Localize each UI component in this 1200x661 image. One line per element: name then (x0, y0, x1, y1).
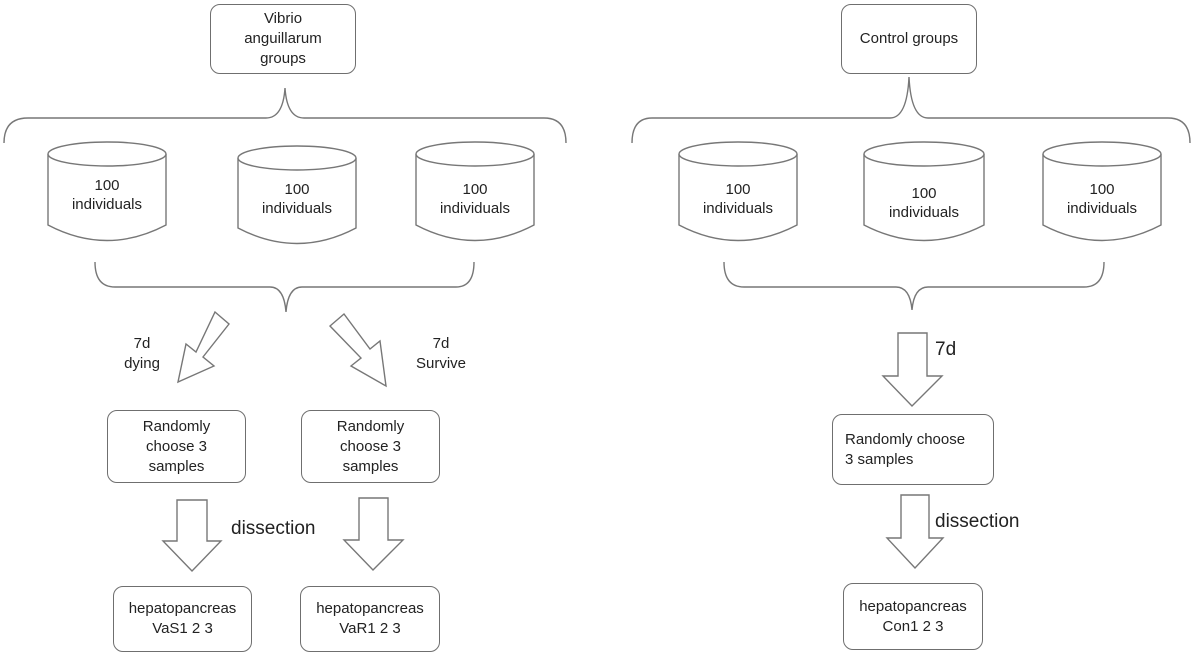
right-arrow-7d (881, 332, 944, 407)
right-dissection-label: dissection (935, 511, 1020, 532)
right-top-box-control: Control groups (841, 4, 977, 74)
right-top-box-line-1: Control groups (859, 30, 959, 47)
left-result-box-vas: hepatopancreas VaS1 2 3 (113, 586, 252, 652)
right-choose-line-1: Randomly choose (845, 430, 966, 448)
left-top-box-line-1: Vibrio (263, 10, 303, 27)
right-cylinder-2-unit: individuals (888, 204, 960, 221)
right-top-brace (631, 76, 1191, 144)
left-result-var-line-1: hepatopancreas (316, 600, 424, 617)
right-result-box-con: hepatopancreas Con1 2 3 (843, 583, 983, 650)
right-choose-line-2: 3 samples (845, 450, 914, 468)
left-cylinder-2-count: 100 (284, 181, 310, 198)
left-choose-survive-line-2: choose 3 (340, 437, 401, 455)
left-arrow-survive-label: 7d Survive (406, 334, 476, 374)
left-cylinder-2 (237, 145, 357, 245)
left-cylinder-3-count: 100 (462, 181, 488, 198)
left-choose-box-dying: Randomly choose 3 samples (107, 410, 246, 483)
right-choose-box: Randomly choose 3 samples (832, 414, 994, 485)
left-choose-dying-line-1: Randomly (142, 417, 211, 435)
left-arrow-dying-label: 7d dying (122, 334, 162, 374)
left-result-vas-line-1: hepatopancreas (128, 600, 237, 617)
right-arrow-dissection (885, 494, 945, 570)
right-cylinder-1-label: 100 individuals (679, 180, 797, 218)
left-cylinder-1-count: 100 (94, 177, 120, 194)
right-cylinder-3-count: 100 (1089, 181, 1115, 198)
right-cylinder-3 (1042, 141, 1162, 242)
left-result-var-line-2: VaR1 2 3 (339, 620, 401, 637)
right-cylinder-1 (678, 141, 798, 242)
left-choose-survive-line-1: Randomly (336, 417, 405, 435)
left-arrow-dissection-1 (161, 499, 223, 573)
right-arrow-7d-label: 7d (935, 339, 957, 360)
left-top-box-line-2: anguillarum (244, 30, 322, 47)
left-dissection-label: dissection (231, 518, 316, 539)
left-cylinder-3-label: 100 individuals (416, 180, 534, 218)
right-cylinder-3-label: 100 individuals (1043, 180, 1161, 218)
right-cylinder-2-label: 100 individuals (864, 184, 984, 222)
left-top-box-vibrio: Vibrio anguillarum groups (210, 4, 356, 74)
left-choose-dying-line-3: samples (148, 457, 205, 475)
right-cylinder-1-count: 100 (725, 181, 751, 198)
left-arrow-dying (177, 310, 230, 384)
right-result-line-2: Con1 2 3 (882, 617, 944, 635)
left-cylinder-1 (47, 141, 167, 242)
left-cylinder-3 (415, 141, 535, 242)
right-cylinder-2 (863, 141, 985, 242)
left-result-box-var: hepatopancreas VaR1 2 3 (300, 586, 440, 652)
left-arrow-dying-days: 7d (133, 335, 151, 352)
left-top-box-line-3: groups (260, 50, 306, 67)
left-choose-dying-line-2: choose 3 (146, 437, 207, 455)
left-arrow-dying-text: dying (124, 355, 160, 372)
right-result-line-1: hepatopancreas (859, 597, 967, 615)
left-bottom-brace (94, 261, 475, 313)
right-cylinder-3-unit: individuals (1066, 200, 1138, 217)
left-cylinder-2-unit: individuals (261, 200, 333, 217)
left-top-brace (3, 87, 567, 144)
left-cylinder-2-label: 100 individuals (238, 180, 356, 218)
right-bottom-brace (723, 261, 1105, 311)
left-choose-box-survive: Randomly choose 3 samples (301, 410, 440, 483)
left-choose-survive-line-3: samples (342, 457, 399, 475)
left-result-vas-line-2: VaS1 2 3 (152, 620, 213, 637)
left-cylinder-1-unit: individuals (71, 196, 143, 213)
left-cylinder-3-unit: individuals (439, 200, 511, 217)
left-arrow-survive-text: Survive (415, 355, 467, 372)
left-cylinder-1-label: 100 individuals (48, 176, 166, 214)
left-arrow-dissection-2 (342, 497, 405, 571)
left-arrow-survive-days: 7d (432, 335, 450, 352)
right-cylinder-1-unit: individuals (702, 200, 774, 217)
left-arrow-survive (328, 312, 387, 388)
right-cylinder-2-count: 100 (911, 185, 937, 202)
